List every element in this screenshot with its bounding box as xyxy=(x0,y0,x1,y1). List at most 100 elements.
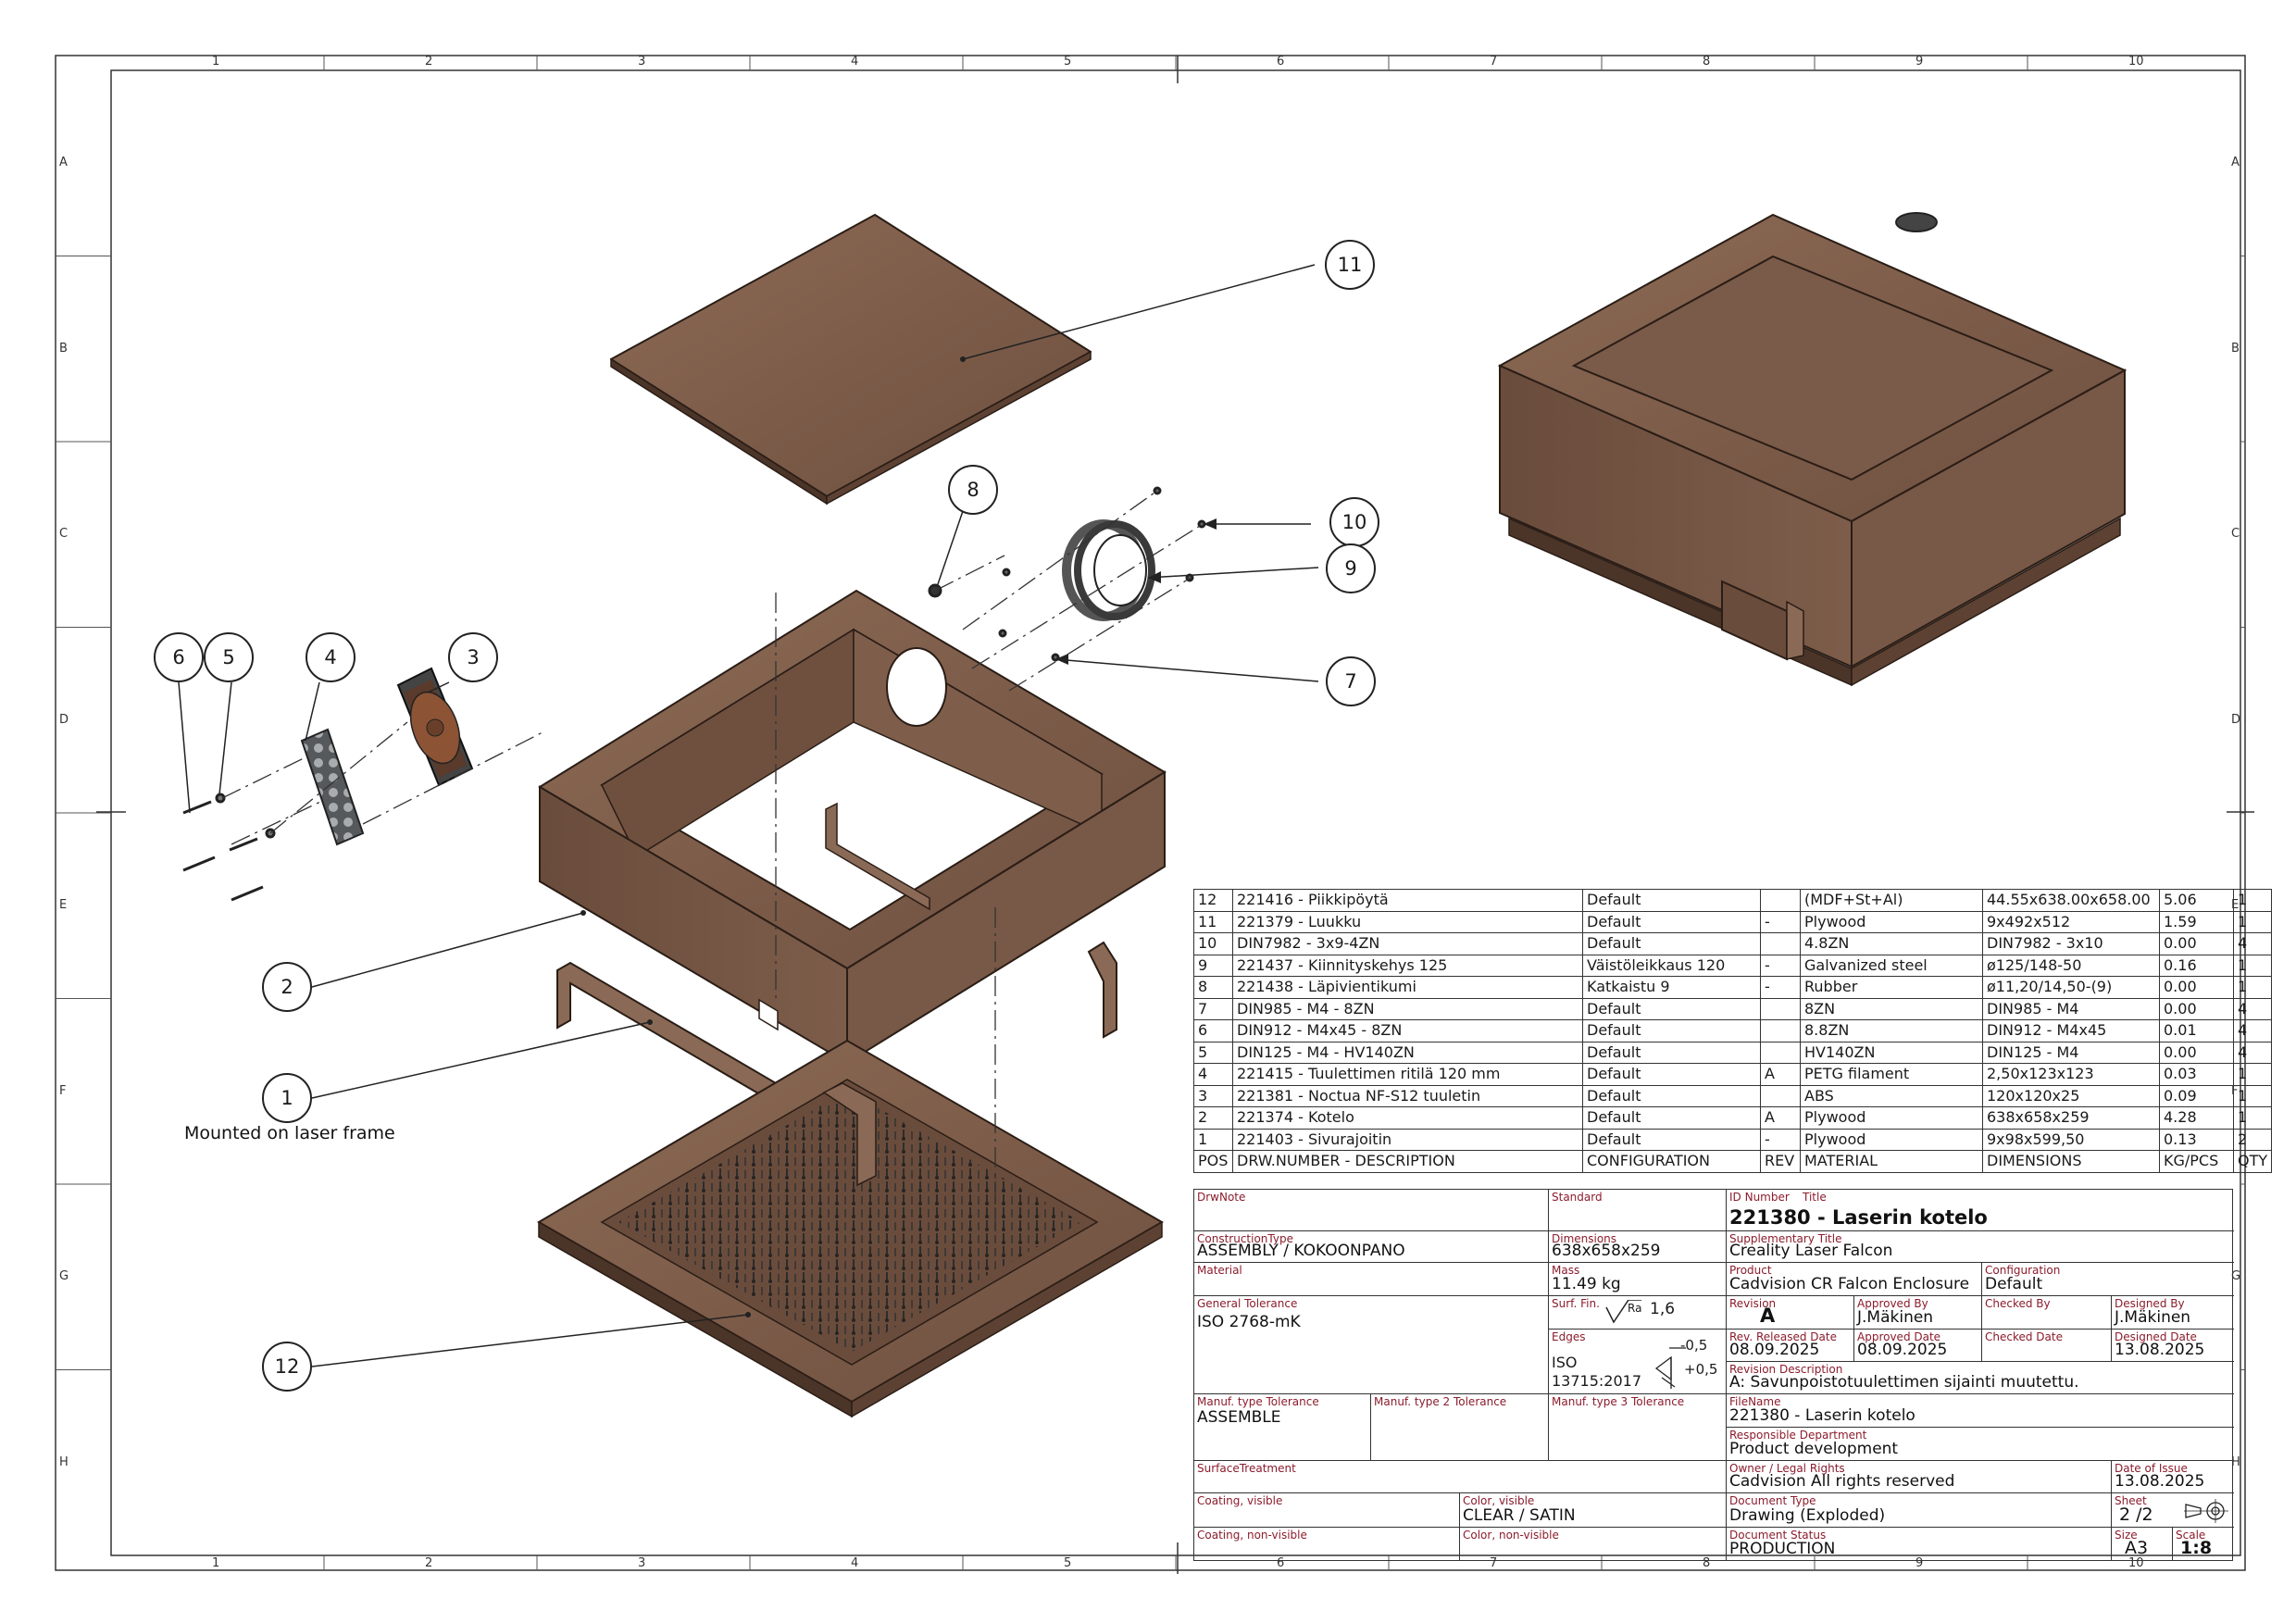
bom-cell: 9x98x599,50 xyxy=(1982,1128,2160,1151)
bom-cell: 7 xyxy=(1193,997,1233,1020)
balloon-5[interactable]: 5 xyxy=(204,632,254,682)
zone-row-label: H xyxy=(2231,1454,2240,1469)
bom-cell: 0.09 xyxy=(2159,1084,2234,1107)
title-block: DrwNote Standard ID Number Title 221380 … xyxy=(1193,1189,2234,1561)
bom-cell: 120x120x25 xyxy=(1982,1084,2160,1107)
bom-cell xyxy=(1760,889,1801,912)
balloon-8[interactable]: 8 xyxy=(948,465,998,515)
part-2-enclosure-box xyxy=(538,589,1167,1065)
zone-col-label: 6 xyxy=(1277,55,1285,69)
cell-standard: Standard xyxy=(1549,1190,1727,1231)
bom-cell: 0.13 xyxy=(2159,1128,2234,1151)
balloon-3[interactable]: 3 xyxy=(448,632,498,682)
zone-col-label: 6 xyxy=(1277,1556,1285,1570)
bom-cell: Plywood xyxy=(1800,910,1983,933)
zone-col-label: 9 xyxy=(1915,1556,1924,1570)
bom-cell: 1.59 xyxy=(2159,910,2234,933)
bom-cell: 2 xyxy=(1193,1106,1233,1130)
bom-cell: 0.00 xyxy=(2159,997,2234,1020)
balloon-9[interactable]: 9 xyxy=(1326,543,1376,593)
bom-cell: A xyxy=(1760,1063,1801,1086)
balloon-11[interactable]: 11 xyxy=(1325,240,1375,290)
bom-cell: 1 xyxy=(2232,910,2273,933)
bom-cell: Default xyxy=(1582,1063,1761,1086)
zone-col-label: 7 xyxy=(1490,1556,1498,1570)
zone-col-label: 4 xyxy=(851,55,859,69)
bom-cell: DIN125 - M4 xyxy=(1982,1041,2160,1064)
bom-cell: 0.16 xyxy=(2159,954,2234,977)
projection-symbol-icon xyxy=(2184,1499,2228,1523)
bom-cell: 221438 - Läpivientikumi xyxy=(1232,976,1583,999)
bom-cell: Plywood xyxy=(1800,1106,1983,1130)
bom-cell: 4 xyxy=(1193,1063,1233,1086)
bom-cell: ABS xyxy=(1800,1084,1983,1107)
zone-row-label: D xyxy=(59,712,69,727)
balloon-4[interactable]: 4 xyxy=(306,632,356,682)
balloon-1[interactable]: 1 xyxy=(262,1073,312,1123)
bom-cell: Default xyxy=(1582,932,1761,955)
zone-row-label: A xyxy=(59,156,68,170)
zone-col-label: 4 xyxy=(851,1556,859,1570)
bom-cell: Default xyxy=(1582,997,1761,1020)
bom-cell: DIN912 - M4x45 xyxy=(1982,1019,2160,1042)
bom-cell: ø125/148-50 xyxy=(1982,954,2160,977)
zone-col-label: 5 xyxy=(1064,1556,1072,1570)
bom-cell: 4 xyxy=(2232,1041,2273,1064)
zone-row-label: D xyxy=(2231,712,2241,727)
bom-cell: DIN985 - M4 xyxy=(1982,997,2160,1020)
bom-cell: 2 xyxy=(2232,1128,2273,1151)
bom-cell: 221437 - Kiinnityskehys 125 xyxy=(1232,954,1583,977)
zone-col-label: 5 xyxy=(1064,55,1072,69)
bom-cell: REV xyxy=(1760,1150,1801,1173)
zone-row-label: F xyxy=(59,1083,67,1098)
bom-cell: 1 xyxy=(2232,1106,2273,1130)
bom-cell: Default xyxy=(1582,1106,1761,1130)
bom-cell: Default xyxy=(1582,1019,1761,1042)
bom-cell: 221403 - Sivurajoitin xyxy=(1232,1128,1583,1151)
bom-cell: 11 xyxy=(1193,910,1233,933)
balloon-12[interactable]: 12 xyxy=(262,1342,312,1392)
part-4-fan-grill xyxy=(300,728,365,846)
bom-cell: 4 xyxy=(2232,997,2273,1020)
bom-cell: Väistöleikkaus 120 xyxy=(1582,954,1761,977)
zone-row-label: C xyxy=(59,527,69,542)
bom-cell: 4 xyxy=(2232,932,2273,955)
bom-cell: 1 xyxy=(2232,976,2273,999)
zone-col-label: 10 xyxy=(2128,1556,2144,1570)
balloon-6[interactable]: 6 xyxy=(154,632,204,682)
cell-id-title: ID Number Title 221380 - Laserin kotelo xyxy=(1727,1190,2234,1231)
bom-cell: Plywood xyxy=(1800,1128,1983,1151)
balloon-2[interactable]: 2 xyxy=(262,962,312,1012)
zone-col-label: 1 xyxy=(212,55,220,69)
zone-row-label: H xyxy=(59,1454,69,1469)
surface-finish-symbol xyxy=(1605,1300,1641,1324)
bom-cell: 0.00 xyxy=(2159,1041,2234,1064)
bom-cell: Rubber xyxy=(1800,976,1983,999)
bom-cell: 221381 - Noctua NF-S12 tuuletin xyxy=(1232,1084,1583,1107)
bom-cell: 1 xyxy=(2232,889,2273,912)
note-mounted: Mounted on laser frame xyxy=(184,1123,395,1143)
zone-row-label: A xyxy=(2231,156,2240,170)
bom-cell: ø11,20/14,50-(9) xyxy=(1982,976,2160,999)
bom-cell: 221415 - Tuulettimen ritilä 120 mm xyxy=(1232,1063,1583,1086)
bom-cell: Default xyxy=(1582,889,1761,912)
balloon-7[interactable]: 7 xyxy=(1326,656,1376,706)
explode-lines xyxy=(221,490,1201,1231)
bom-cell: 221379 - Luukku xyxy=(1232,910,1583,933)
zone-col-label: 1 xyxy=(212,1556,220,1570)
part-9-mount-frame xyxy=(1062,519,1155,621)
zone-row-label: B xyxy=(59,341,68,356)
balloon-10[interactable]: 10 xyxy=(1329,497,1379,547)
bom-cell: 0.01 xyxy=(2159,1019,2234,1042)
zone-col-label: 3 xyxy=(638,1556,646,1570)
zone-row-label: G xyxy=(2231,1269,2241,1284)
bom-cell: 221416 - Piikkipöytä xyxy=(1232,889,1583,912)
part-11-lid xyxy=(610,214,1092,506)
